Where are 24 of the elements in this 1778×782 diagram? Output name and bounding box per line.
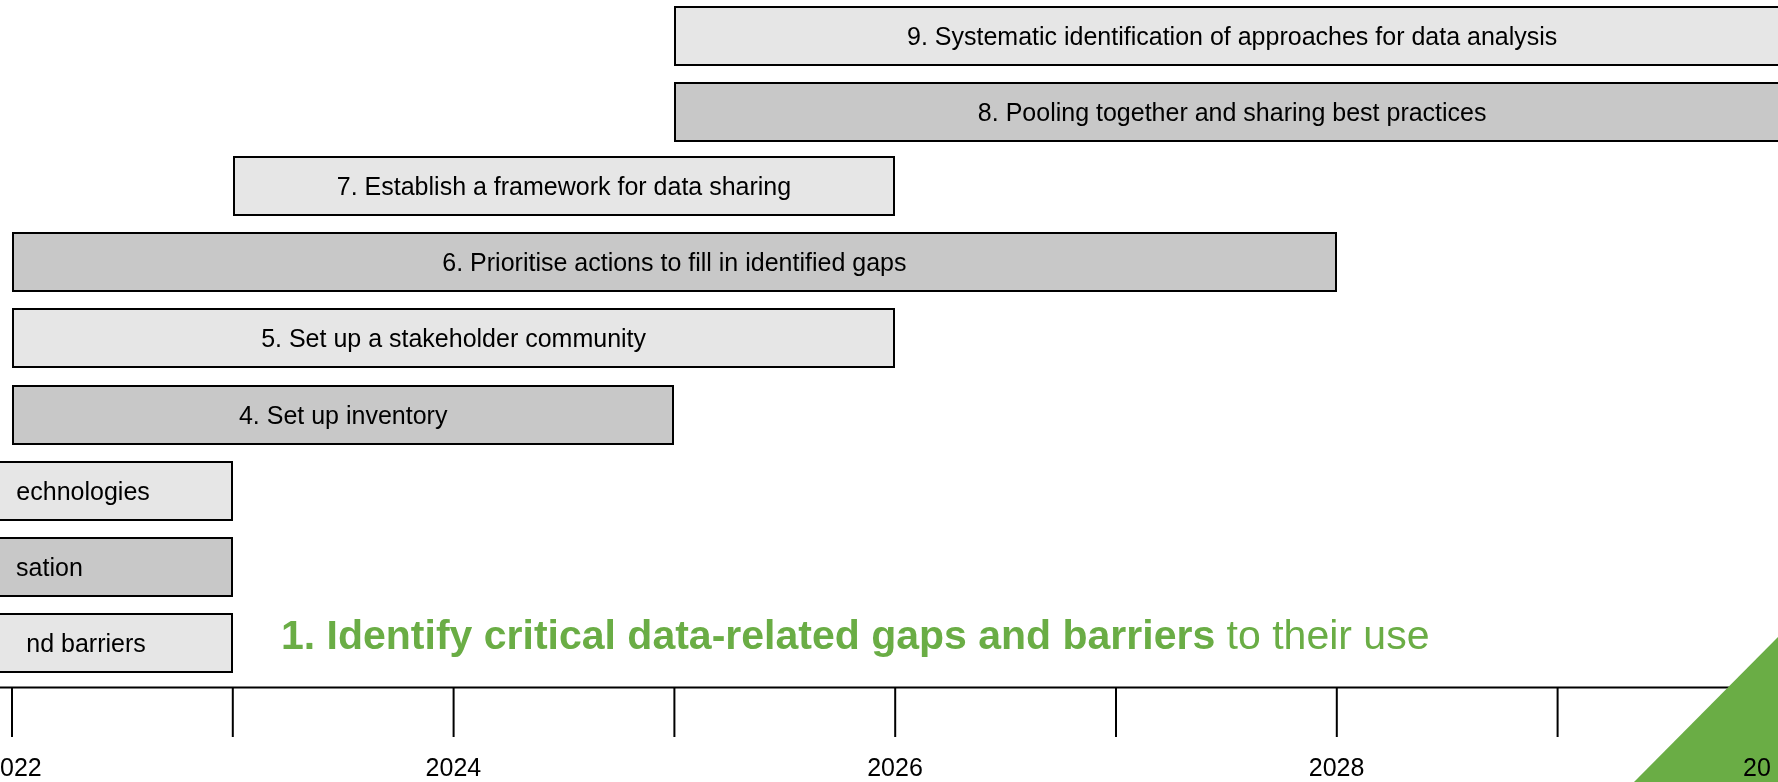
timeline-bar — [674, 82, 1778, 142]
bar-label: nd barriers — [26, 628, 146, 658]
year-label: 2026 — [867, 753, 923, 782]
timeline-bar — [0, 461, 233, 521]
year-label: 2028 — [1308, 753, 1365, 782]
timeline-bar — [0, 613, 233, 673]
bar-label: sation — [16, 552, 83, 582]
timeline-bar — [0, 537, 233, 597]
bar-label: 7. Establish a framework for data sharing — [336, 171, 792, 201]
bar-label: 8. Pooling together and sharing best practices — [977, 97, 1487, 127]
bar-label: 9. Systematic identification of approaches for data analysis — [907, 21, 1558, 51]
heading-text: 1. Identify critical data-related gaps and barriers to their use — [281, 612, 1430, 659]
bar-label: echnologies — [16, 476, 150, 506]
year-label: 2024 — [425, 753, 482, 782]
timeline-bar — [12, 385, 675, 445]
bar-label: 6. Prioritise actions to fill in identified gaps — [442, 247, 907, 277]
timeline-bar — [232, 156, 896, 216]
timeline-bar — [12, 308, 896, 368]
timeline-bar — [674, 6, 1778, 66]
timeline-bar — [12, 232, 1337, 292]
bar-label: 5. Set up a stakeholder community — [261, 323, 647, 353]
year-label: 20 — [1743, 753, 1771, 782]
year-label: 022 — [0, 753, 42, 782]
bar-label: 4. Set up inventory — [238, 400, 448, 430]
